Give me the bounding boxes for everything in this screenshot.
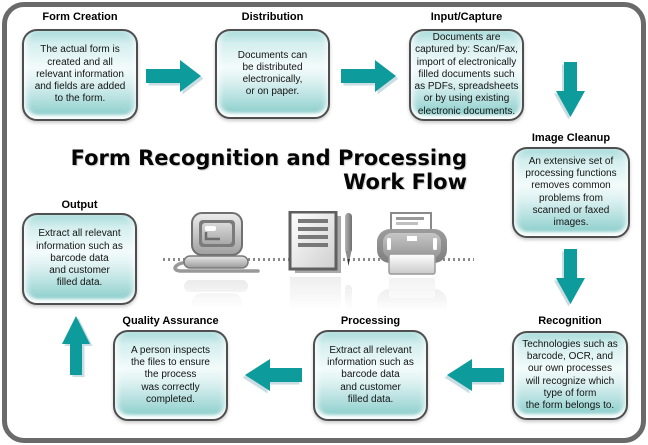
node-title-quality-assurance: Quality Assurance <box>122 315 219 327</box>
node-text-quality-assurance: A person inspects the files to ensure th… <box>131 344 210 405</box>
node-box-input-capture: Documents are captured by: Scan/Fax, imp… <box>409 29 524 121</box>
node-title-distribution: Distribution <box>241 11 304 23</box>
arrow-form-creation-to-distribution-icon <box>146 60 204 95</box>
diagram-title: Form Recognition and Processing Work Flo… <box>70 146 467 194</box>
node-text-output: Extract all relevant information such as… <box>36 228 123 289</box>
computer-icon <box>168 212 264 335</box>
printer-reflection <box>376 276 448 340</box>
node-text-input-capture: Documents are captured by: Scan/Fax, imp… <box>414 32 519 117</box>
printer-icon <box>376 212 448 323</box>
node-box-form-creation: The actual form is created and all relev… <box>22 29 138 121</box>
arrow-image-cleanup-to-recognition-icon <box>554 249 585 307</box>
arrow-recognition-to-processing-icon <box>444 359 504 394</box>
node-title-image-cleanup: Image Cleanup <box>531 132 611 144</box>
node-box-recognition: Technologies such as barcode, OCR, and o… <box>512 331 628 420</box>
node-title-recognition: Recognition <box>538 315 602 327</box>
arrow-input-capture-to-image-cleanup-icon <box>554 62 585 120</box>
document-pen-icon <box>283 211 359 338</box>
computer-reflection <box>168 274 264 336</box>
node-text-recognition: Technologies such as barcode, OCR, and o… <box>522 338 618 411</box>
arrow-quality-assurance-to-output-icon <box>62 316 93 377</box>
node-title-input-capture: Input/Capture <box>430 11 503 23</box>
node-text-image-cleanup: An extensive set of processing functions… <box>525 155 617 228</box>
node-box-processing: Extract all relevant information such as… <box>313 330 428 421</box>
node-box-output: Extract all relevant information such as… <box>22 213 137 305</box>
node-box-quality-assurance: A person inspects the files to ensure th… <box>113 330 228 421</box>
node-title-output: Output <box>61 199 98 211</box>
node-text-form-creation: The actual form is created and all relev… <box>34 44 126 105</box>
node-title-form-creation: Form Creation <box>42 11 118 23</box>
node-box-image-cleanup: An extensive set of processing functions… <box>512 147 630 238</box>
node-title-processing: Processing <box>340 315 401 327</box>
node-box-distribution: Documents can be distributed electronica… <box>215 29 330 119</box>
node-text-processing: Extract all relevant information such as… <box>327 344 414 405</box>
arrow-processing-to-quality-assurance-icon <box>242 359 302 394</box>
document-reflection <box>283 275 359 339</box>
node-text-distribution: Documents can be distributed electronica… <box>237 49 308 98</box>
arrow-distribution-to-input-capture-icon <box>341 60 399 95</box>
